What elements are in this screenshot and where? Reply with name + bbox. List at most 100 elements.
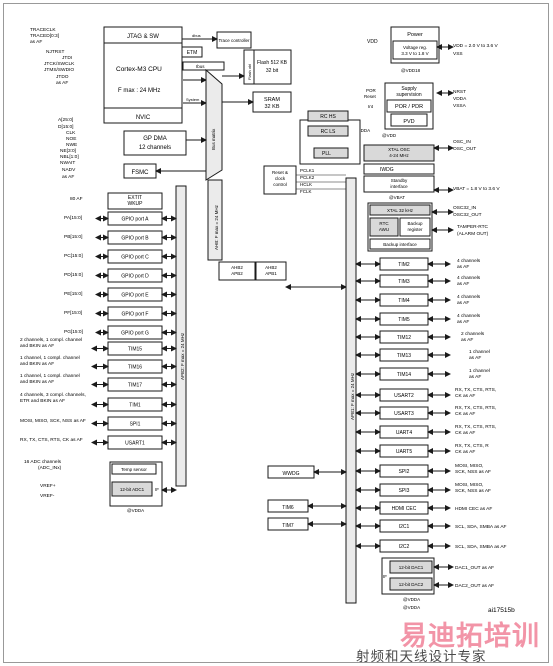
tim3-box-label: TIM3 xyxy=(398,279,410,285)
tim1-box: TIM1 xyxy=(107,397,163,412)
trace-controller-block: Trace controller xyxy=(216,31,252,49)
diagram-frame xyxy=(3,3,549,663)
ibus-label: Ibus xyxy=(196,64,205,69)
left-pin-label-14: NE[3:0] xyxy=(60,148,76,154)
right-pin-label-26: RX, TX, CTS, RTS, xyxy=(455,387,496,393)
right-pin-label-31: CK as AF xyxy=(455,430,475,436)
power-block: Power Voltage reg.3.3 V to 1.8 V VDD @VD… xyxy=(367,26,440,73)
gpio-a-box: GPIO port A xyxy=(107,211,163,226)
left-pin-label-34: ETR and BKIN as AF xyxy=(20,398,65,404)
spi3-box: SPI3 xyxy=(379,483,429,497)
right-pin-label-18: 4 channels xyxy=(457,313,481,319)
uart5-box: UART5 xyxy=(379,444,429,458)
right-pin-label-35: SCK, NSS as AF xyxy=(455,469,491,475)
tim6-label: TIM6 xyxy=(282,505,294,511)
right-pin-label-29: CK as AF xyxy=(455,411,475,417)
usart2-box-label: USART2 xyxy=(394,393,414,399)
tim17-box-label: TIM17 xyxy=(128,383,142,389)
mid-peripherals: WWDG TIM6 TIM7 xyxy=(267,465,347,531)
right-pin-label-13: as AF xyxy=(457,264,469,270)
left-pin-label-1: TRACED[0:3] xyxy=(30,33,59,39)
backup-interface-label: Backup interface xyxy=(383,242,417,247)
watermark-subtitle: 射频和天线设计专家 xyxy=(356,649,487,665)
left-pin-label-5: JTCK/SWCLK xyxy=(44,61,75,67)
usart2-box: USART2 xyxy=(379,388,429,402)
gpio-c-box: GPIO port C xyxy=(107,249,163,264)
tim15-box-label: TIM15 xyxy=(128,347,142,353)
left-pin-label-29: 1 channel, 1 compl. channel xyxy=(20,355,80,361)
right-pin-label-9: OSC32_OUT xyxy=(453,212,482,218)
dac-block: 12-bit DAC1 12-bit DAC2 IF @VDDA xyxy=(381,557,435,602)
left-pin-label-12: NOE xyxy=(66,136,76,142)
dac1-label: 12-bit DAC1 xyxy=(399,565,424,570)
int-text: Int xyxy=(368,104,374,109)
tim5-box-label: TIM5 xyxy=(398,317,410,323)
right-pin-label-24: 1 channel xyxy=(469,368,490,374)
vdd2-label: @VDD xyxy=(382,133,397,138)
right-pin-label-30: RX, TX, CTS, RTS, xyxy=(455,424,496,430)
right-pin-label-25: as AF xyxy=(469,374,481,380)
footer-code: ai17515b xyxy=(488,607,515,614)
dbus-label: dbus xyxy=(192,33,201,38)
if-adc-label: IF xyxy=(155,487,159,492)
pclk2-label: PCLK2 xyxy=(300,175,315,180)
gpio-f-box: GPIO port F xyxy=(107,306,163,321)
tim12-box-label: TIM12 xyxy=(397,335,411,341)
right-pin-label-40: SCL, SDA, SMBA as AF xyxy=(455,544,507,550)
left-pin-label-33: 4 channels, 3 compl. channels, xyxy=(20,392,86,398)
bus-matrix-label: Bus matrix xyxy=(211,128,216,150)
adc1-label: 12-bit ADC1 xyxy=(120,487,145,492)
right-pin-label-8: OSC32_IN xyxy=(453,205,477,211)
left-pin-label-2: as AF xyxy=(30,39,42,45)
right-pin-label-11: (ALARM OUT) xyxy=(457,231,489,237)
usart3-box-label: USART3 xyxy=(394,411,414,417)
left-pin-label-36: RX, TX, CTS, RTS, CK as AF xyxy=(20,437,83,443)
spi1-box-label: SPI1 xyxy=(130,422,141,428)
right-pin-label-21: as AF xyxy=(461,337,473,343)
left-pin-label-40: VREF- xyxy=(40,493,55,499)
vdda2-label: @VDDA xyxy=(127,508,144,513)
wwdg-label: WWDG xyxy=(283,471,300,477)
left-pin-label-23: PD[15:0] xyxy=(64,272,83,278)
tim13-box: TIM13 xyxy=(379,348,429,362)
tim14-box-label: TIM14 xyxy=(397,372,411,378)
left-pin-label-21: PB[15:0] xyxy=(64,234,82,240)
cpu-freq: F max : 24 MHz xyxy=(118,88,160,94)
gpio-d-box: GPIO port D xyxy=(107,268,163,283)
left-pin-label-13: NWE xyxy=(66,142,77,148)
vdda4-label: @VDDA xyxy=(403,605,420,610)
adc-block: Temp sensor 12-bit ADC1 IF @VDDA xyxy=(109,461,177,513)
right-pin-label-32: RX, TX, CTS, R xyxy=(455,443,489,449)
gpio-d-box-label: GPIO port D xyxy=(121,274,149,280)
right-pin-label-33: CK as AF xyxy=(455,449,475,455)
left-pin-label-0: TRACECLK xyxy=(30,27,56,33)
flash-label-line1: Flash 512 KB xyxy=(257,60,288,66)
pclk1-label: PCLK1 xyxy=(300,168,315,173)
tim16-box-label: TIM16 xyxy=(128,365,142,371)
por-text: POR xyxy=(366,88,377,93)
right-pin-label-12: 4 channels xyxy=(457,258,481,264)
jtag-block: JTAG & SW xyxy=(103,26,183,44)
ahb-bus-label: AHB: F max = 24 MHz xyxy=(214,204,219,250)
gpio-b-box-label: GPIO port B xyxy=(121,236,149,242)
left-pin-label-20: PA[15:0] xyxy=(64,215,82,221)
right-pin-label-5: OSC_IN xyxy=(453,139,471,145)
left-pin-label-39: VREF+ xyxy=(40,483,56,489)
apb2-bus: APB2: F max = 24 MHz xyxy=(175,185,187,487)
oscillator-block: RC HS RC LS PLL xyxy=(299,110,361,165)
uart4-box: UART4 xyxy=(379,425,429,439)
cpu-block: Cortex-M3 CPU F max : 24 MHz NVIC xyxy=(103,42,183,124)
